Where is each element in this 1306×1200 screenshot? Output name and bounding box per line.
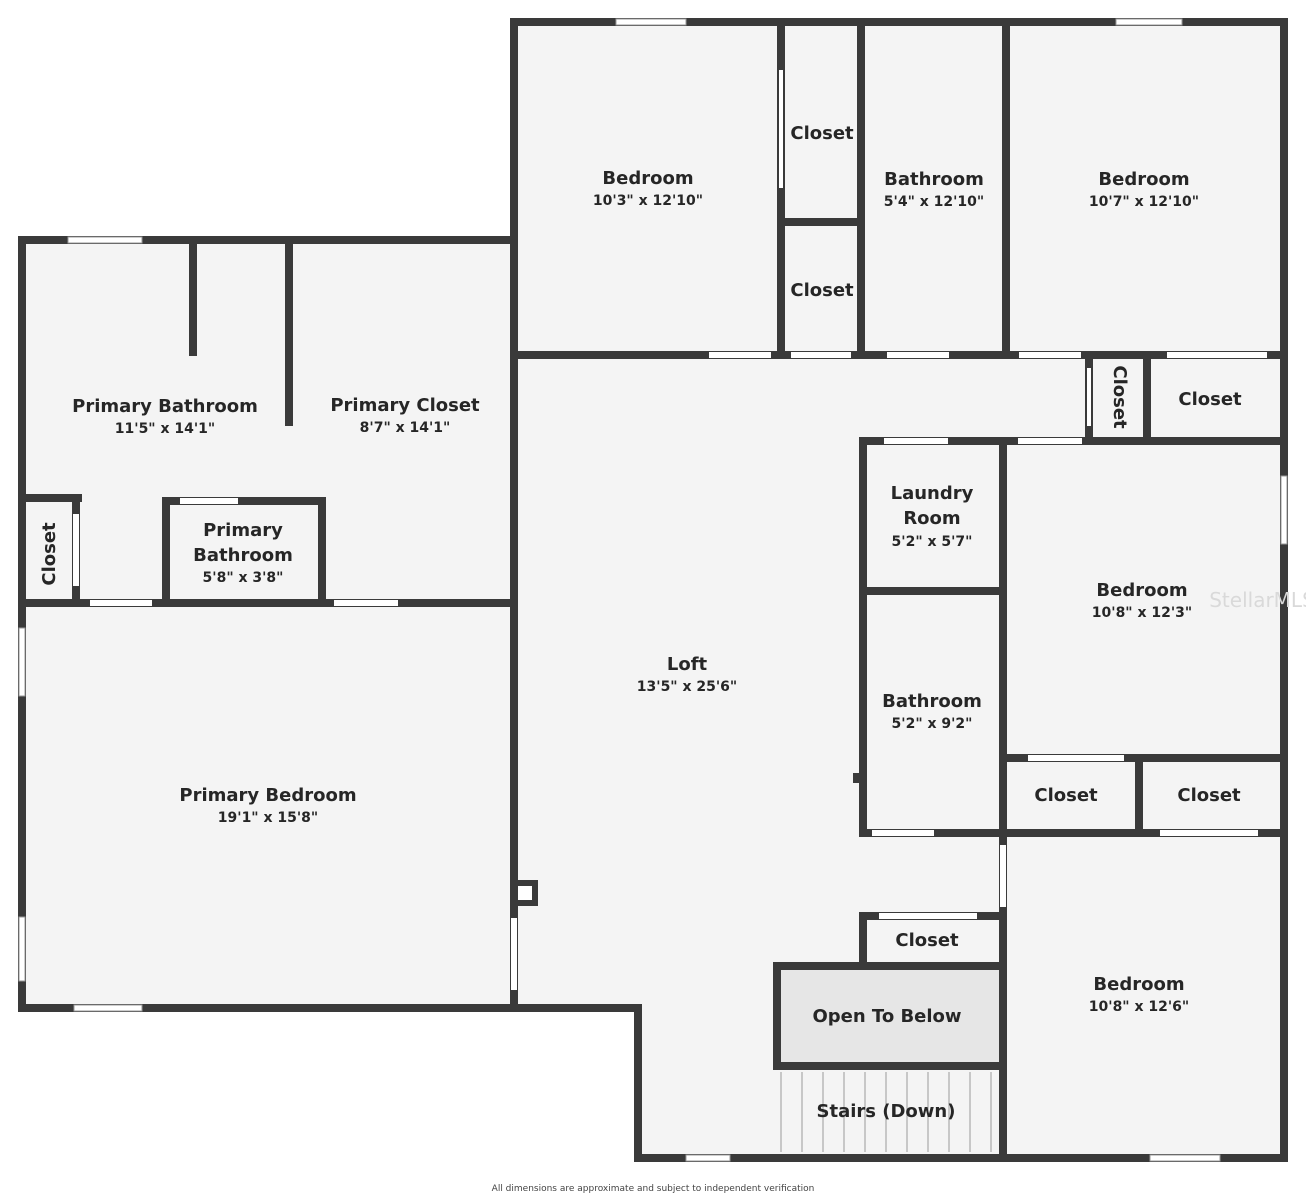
room-dimensions: 5'8" x 3'8" [203,570,284,586]
stairs-treads [780,1072,992,1152]
room-name-line-2: Bathroom [193,545,293,566]
room-open-to-below: Open To Below [812,1006,961,1027]
room-name-line-2: Room [903,508,960,529]
room-name-line-1: Laundry [891,483,974,504]
room-dimensions: 10'8" x 12'3" [1092,605,1192,621]
room-dimensions: 5'4" x 12'10" [884,194,984,210]
room-dimensions: 10'7" x 12'10" [1089,194,1199,210]
room-dimensions: 13'5" x 25'6" [637,679,737,695]
room-closet-lower-1: Closet [1034,785,1098,806]
disclaimer-footer: All dimensions are approximate and subje… [491,1184,815,1194]
room-name: Bedroom [1096,580,1187,601]
watermark: StellarMLS [1209,588,1306,612]
room-primary-bedroom: Primary Bedroom 19'1" x 15'8" [179,785,356,826]
room-bedroom-3: Bedroom 10'8" x 12'3" [1092,580,1192,621]
door-openings [73,70,1267,990]
room-dimensions: 5'2" x 9'2" [892,716,973,732]
room-primary-bathroom: Primary Bathroom 11'5" x 14'1" [72,396,258,437]
room-dimensions: 10'8" x 12'6" [1089,999,1189,1015]
room-bedroom-4: Bedroom 10'8" x 12'6" [1089,974,1189,1015]
room-closet-vertical-mid: Closet [1109,365,1130,429]
room-name: Bathroom [882,691,982,712]
room-bathroom-mid: Bathroom 5'2" x 9'2" [882,691,982,732]
room-name: Bedroom [1098,169,1189,190]
room-dimensions: 8'7" x 14'1" [360,420,451,436]
room-closet-top-1: Closet [790,123,854,144]
room-closet-top-2: Closet [790,280,854,301]
room-name: Bathroom [884,169,984,190]
room-loft: Loft 13'5" x 25'6" [637,654,737,695]
room-primary-bathroom-small: Primary Bathroom 5'8" x 3'8" [193,520,293,586]
room-name: Bedroom [1093,974,1184,995]
room-bedroom-1: Bedroom 10'3" x 12'10" [593,168,703,209]
room-labels: Bedroom 10'3" x 12'10" Closet Closet Bat… [39,123,1242,1122]
room-closet-stairs: Closet [895,930,959,951]
room-laundry: Laundry Room 5'2" x 5'7" [891,483,974,550]
room-dimensions: 5'2" x 5'7" [892,534,973,550]
room-stairs: Stairs (Down) [817,1101,956,1122]
room-bedroom-2: Bedroom 10'7" x 12'10" [1089,169,1199,210]
room-primary-closet: Primary Closet 8'7" x 14'1" [330,395,480,436]
room-closet-left: Closet [39,522,60,586]
windows [18,18,1288,1162]
room-name: Loft [667,654,708,675]
room-dimensions: 10'3" x 12'10" [593,193,703,209]
room-name: Bedroom [602,168,693,189]
room-dimensions: 19'1" x 15'8" [218,810,318,826]
room-bathroom-top: Bathroom 5'4" x 12'10" [884,169,984,210]
room-closet-mid-right: Closet [1178,389,1242,410]
room-closet-lower-2: Closet [1177,785,1241,806]
room-dimensions: 11'5" x 14'1" [115,421,215,437]
room-name: Primary Bathroom [72,396,258,417]
open-to-below-area [779,968,1001,1064]
floor-fills [24,24,1282,1158]
room-name: Primary Bedroom [179,785,356,806]
room-name-line-1: Primary [203,520,283,541]
room-name: Primary Closet [330,395,480,416]
